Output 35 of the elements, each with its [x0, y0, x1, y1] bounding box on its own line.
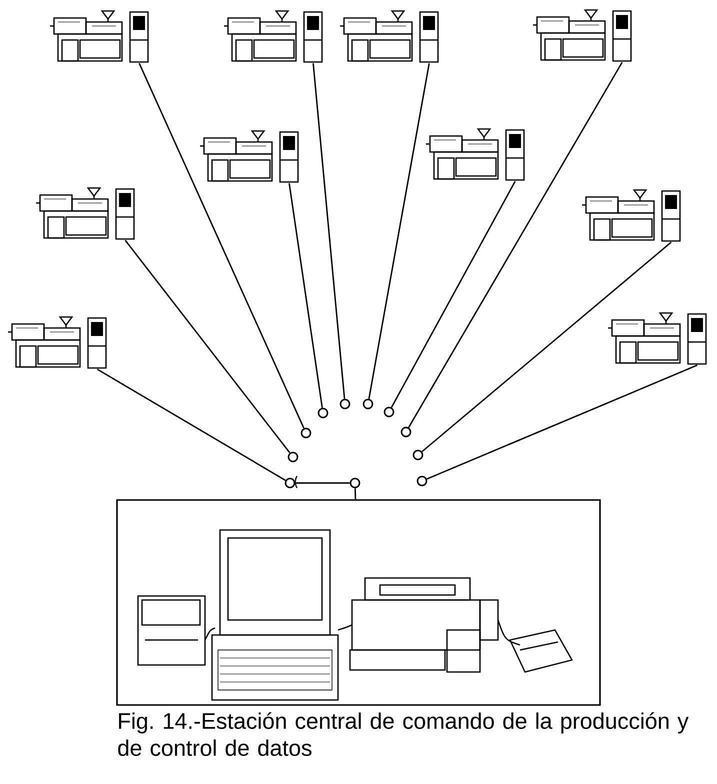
connector-circle [384, 406, 394, 418]
machine-drawing [8, 316, 107, 369]
machine-drawing [608, 312, 707, 365]
connector-line [354, 488, 356, 500]
connector-line [390, 180, 516, 408]
machine-drawing [224, 10, 323, 63]
machine-drawing [50, 10, 149, 63]
machine-drawing [340, 10, 439, 63]
connector-line [295, 482, 350, 484]
connector-line [288, 183, 323, 408]
connector-circle [318, 408, 328, 418]
connector-line [312, 63, 346, 399]
caption: Fig. 14.-Estación central de comando de la producción y de control de datos [118, 712, 689, 756]
machine-drawing [36, 187, 135, 240]
connector-circle [416, 476, 428, 486]
connector-circle [284, 478, 296, 488]
connector-circle [288, 452, 298, 462]
connector-circle [362, 398, 374, 410]
connector-line [426, 364, 698, 480]
connector-circle [300, 428, 312, 438]
station-box [116, 499, 601, 706]
connector-line [422, 242, 672, 452]
connector-line [96, 368, 286, 481]
machine-drawing [200, 130, 299, 183]
connector-line [124, 240, 290, 454]
machine-drawing [533, 9, 632, 62]
connector-circle [412, 450, 424, 460]
connector-circle [340, 398, 350, 410]
connector-line [138, 62, 304, 428]
connector-circle [350, 478, 360, 488]
connector-circle [400, 426, 412, 438]
connector-line [368, 63, 430, 399]
connector-line [408, 62, 623, 428]
machine-drawing [582, 189, 681, 242]
machine-drawing [426, 128, 525, 181]
